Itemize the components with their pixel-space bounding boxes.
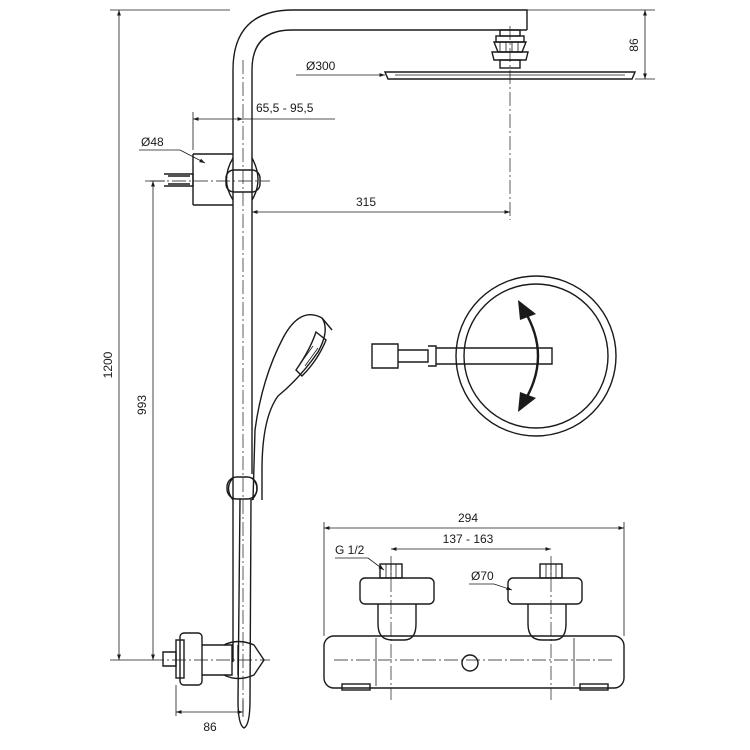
dim-inlet-thread: G 1/2: [335, 543, 385, 571]
dim-outlet-height: 993: [135, 180, 165, 660]
dim-head-thickness-label: 86: [627, 38, 641, 52]
dim-mixer-width-label: 294: [458, 511, 478, 525]
lower-clamp: [226, 476, 258, 729]
dim-head-thickness: 86: [527, 9, 655, 80]
dim-escutcheon-diameter: Ø70: [469, 569, 513, 591]
dim-inlet-distance-label: 137 - 163: [443, 532, 494, 546]
dim-head-diameter: Ø300: [296, 59, 385, 77]
dim-inlet-distance: 137 - 163: [391, 532, 551, 551]
dim-holder-range: 65,5 - 95,5: [192, 101, 335, 150]
dim-head-diameter-label: Ø300: [306, 59, 336, 73]
mixer-side-view: [150, 632, 270, 686]
dim-mixer-width: 294: [323, 511, 625, 636]
dim-holder-diameter-label: Ø48: [141, 135, 164, 149]
riser-pipe-inner: [251, 29, 527, 474]
dim-wall-offset: 86: [175, 685, 244, 734]
hand-shower: [252, 314, 333, 501]
riser-pipe-outer: [232, 9, 528, 662]
rotation-detail: [371, 275, 617, 437]
dim-wall-offset-label: 86: [203, 720, 217, 734]
dim-holder-diameter: Ø48: [139, 135, 206, 164]
shower-head: [383, 26, 637, 220]
rotation-arrow-icon: [522, 309, 540, 403]
dim-total-height: 1200: [101, 9, 230, 661]
dim-holder-range-label: 65,5 - 95,5: [256, 101, 314, 115]
dim-outlet-height-label: 993: [135, 395, 149, 415]
dim-escutcheon-diameter-label: Ø70: [471, 569, 494, 583]
sliding-holder: [150, 153, 270, 206]
dim-inlet-thread-label: G 1/2: [335, 543, 365, 557]
dim-arm-length-label: 315: [356, 195, 376, 209]
dim-arm-length: 315: [252, 195, 510, 214]
shower-column: [150, 9, 637, 729]
mixer-front-view: [323, 556, 625, 700]
dim-total-height-label: 1200: [101, 351, 115, 378]
